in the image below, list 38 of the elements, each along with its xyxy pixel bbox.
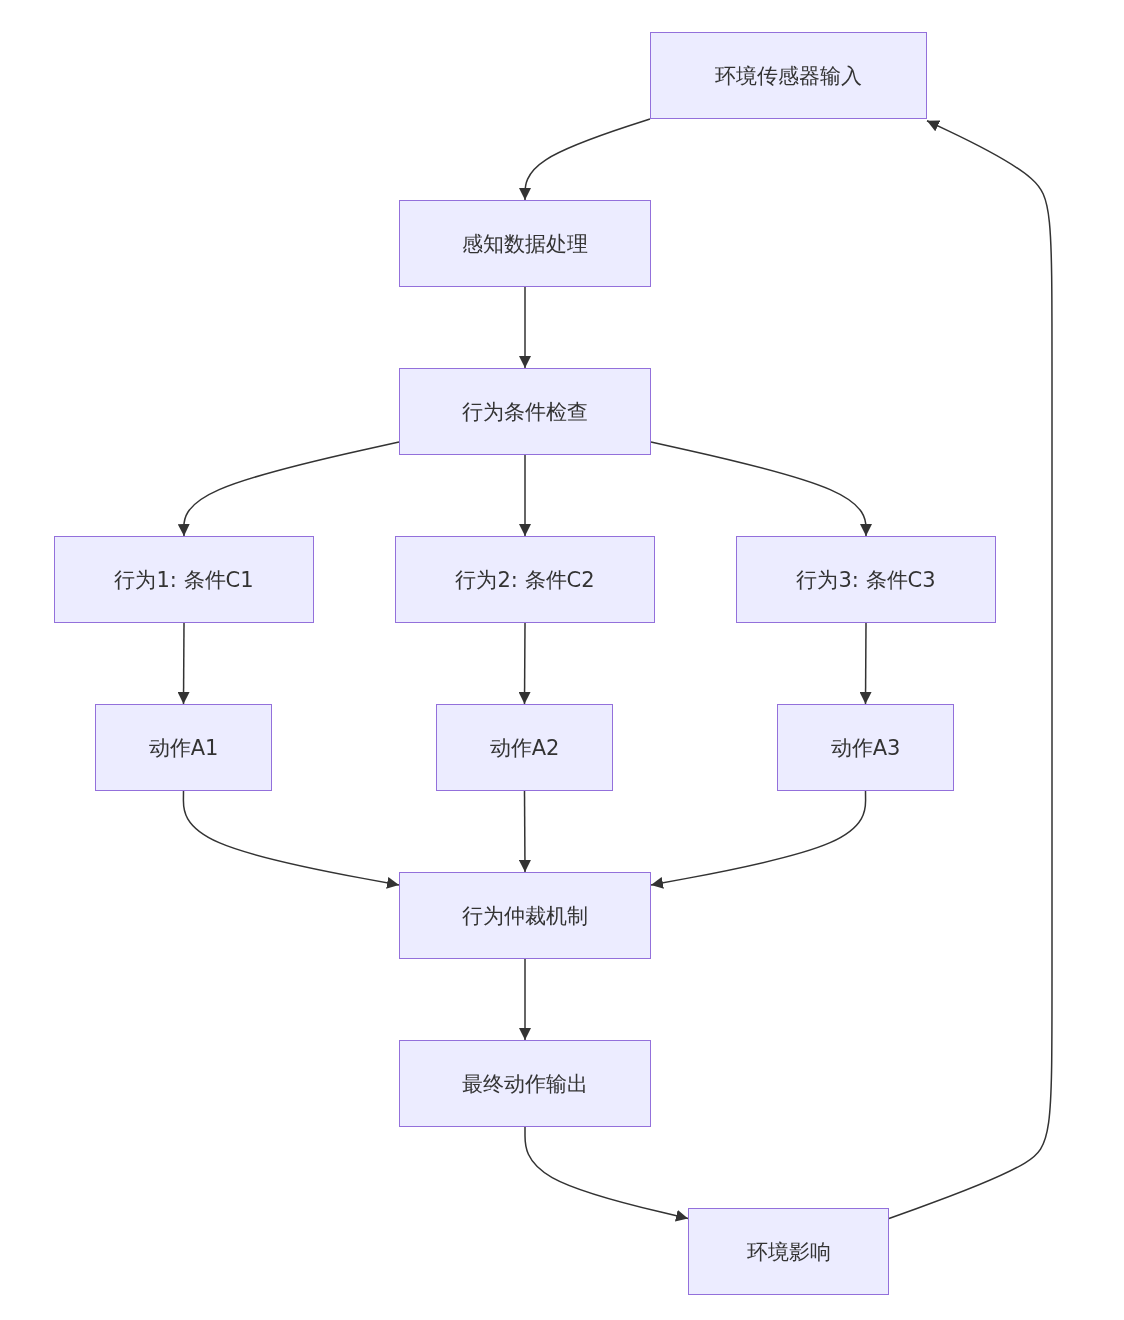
arrow (182, 790, 400, 889)
process-box (395, 536, 655, 623)
process-box (399, 368, 651, 455)
arrow (524, 1126, 689, 1222)
node-label: 行为仲裁机制 (462, 902, 588, 930)
node-label: 最终动作输出 (462, 1070, 588, 1098)
node-label: 行为2: 条件C2 (455, 566, 595, 594)
arrow (519, 958, 531, 1041)
node-label: 环境影响 (746, 1238, 831, 1266)
process-box (399, 872, 651, 959)
process-box (54, 536, 314, 623)
arrow (177, 441, 400, 537)
arrow (519, 286, 531, 369)
arrow (518, 622, 531, 705)
node-label: 感知数据处理 (462, 230, 588, 258)
arrow (650, 441, 872, 537)
node-label: 环境传感器输入 (715, 62, 862, 90)
process-box (777, 704, 954, 791)
arrow (518, 790, 531, 873)
node-label: 动作A2 (489, 734, 560, 762)
process-box (399, 200, 651, 287)
process-box (399, 1040, 651, 1127)
node-label: 动作A1 (148, 734, 219, 762)
arrow (519, 118, 651, 201)
node-label: 行为条件检查 (462, 398, 588, 426)
process-box (95, 704, 272, 791)
process-box (650, 32, 927, 119)
node-label: 行为1: 条件C1 (114, 566, 254, 594)
process-box (736, 536, 996, 623)
process-box (436, 704, 613, 791)
node-label: 动作A3 (830, 734, 901, 762)
arrow (859, 622, 872, 705)
arrow (650, 790, 867, 889)
arrow (177, 622, 190, 705)
node-label: 行为3: 条件C3 (796, 566, 936, 594)
arrow (888, 120, 1053, 1220)
arrow (519, 454, 531, 537)
process-box (688, 1208, 889, 1295)
